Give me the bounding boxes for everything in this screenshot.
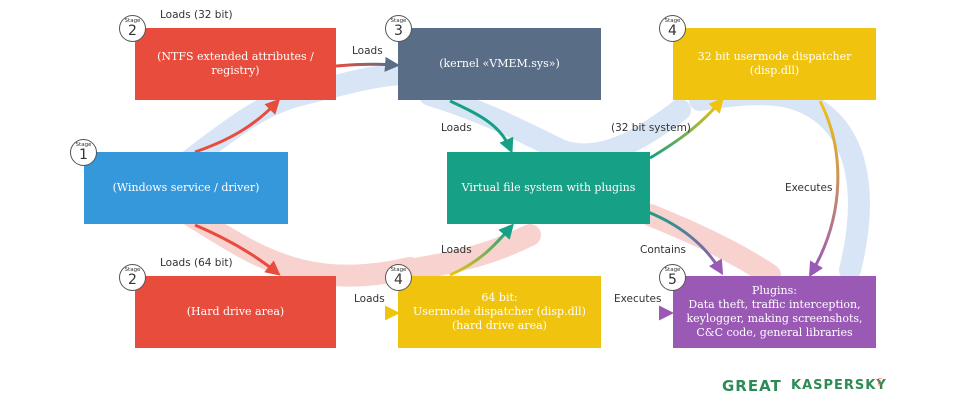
stage-word: Stage	[124, 18, 141, 24]
arrow-service-to-hdd	[194, 223, 281, 276]
arrow-disp32-to-plugins	[808, 100, 840, 278]
stage-badge-disp32: Stage 4	[659, 15, 686, 42]
arrow-ntfs-to-kernel	[335, 56, 400, 72]
box-ntfs-registry: (NTFS extended attributes / registry)	[135, 28, 336, 100]
stage-word: Stage	[390, 267, 407, 273]
label-loads-disp64: Loads	[354, 293, 385, 305]
box-disp64: 64 bit: Usermode dispatcher (disp.dll) (…	[398, 276, 601, 348]
stage-badge-hdd: Stage 2	[119, 264, 146, 291]
box-virtual-file-system: Virtual file system with plugins	[447, 152, 650, 224]
stage-number: 4	[394, 272, 403, 288]
stage-number: 1	[79, 147, 88, 163]
stage-badge-ntfs: Stage 2	[119, 15, 146, 42]
arrow-service-to-ntfs	[194, 98, 281, 154]
label-executes-64: Executes	[614, 293, 662, 305]
kaspersky-logo: KASPERSKY	[791, 378, 887, 393]
great-logo: GREAT	[722, 377, 782, 395]
arrow-disp64-to-vfs	[449, 223, 514, 277]
stage-badge-plugins: Stage 5	[659, 264, 686, 291]
box-plugins: Plugins: Data theft, traffic interceptio…	[673, 276, 876, 348]
stage-number: 5	[668, 272, 677, 288]
stage-word: Stage	[390, 18, 407, 24]
box-windows-service: (Windows service / driver)	[84, 152, 288, 224]
stage-number: 3	[394, 23, 403, 39]
stage-number: 4	[668, 23, 677, 39]
arrow-vfs-to-plugins	[647, 210, 724, 276]
stage-word: Stage	[75, 142, 92, 148]
label-loads-vfs: Loads	[441, 122, 472, 134]
box-hard-drive-area: (Hard drive area)	[135, 276, 336, 348]
label-loads-64bit: Loads (64 bit)	[160, 257, 233, 269]
stage-badge-kernel: Stage 3	[385, 15, 412, 42]
stage-word: Stage	[124, 267, 141, 273]
arrow-vfs-to-disp32	[649, 97, 724, 160]
label-executes-32: Executes	[785, 182, 833, 194]
label-loads-32bit: Loads (32 bit)	[160, 9, 233, 21]
label-contains: Contains	[640, 244, 687, 256]
label-loads-vfs-64: Loads	[441, 244, 472, 256]
arrow-kernel-to-vfs	[449, 99, 514, 154]
box-kernel-vmem: (kernel «VMEM.sys»)	[398, 28, 601, 100]
stage-badge-service: Stage 1	[70, 139, 97, 166]
stage-badge-disp64: Stage 4	[385, 264, 412, 291]
stage-word: Stage	[664, 267, 681, 273]
kaspersky-lab-mark: lab	[876, 378, 882, 386]
stage-number: 2	[128, 23, 137, 39]
label-loads-kernel: Loads	[352, 45, 383, 57]
stage-word: Stage	[664, 18, 681, 24]
stage-number: 2	[128, 272, 137, 288]
label-32bit-system: (32 bit system)	[611, 122, 691, 134]
box-disp32: 32 bit usermode dispatcher (disp.dll)	[673, 28, 876, 100]
